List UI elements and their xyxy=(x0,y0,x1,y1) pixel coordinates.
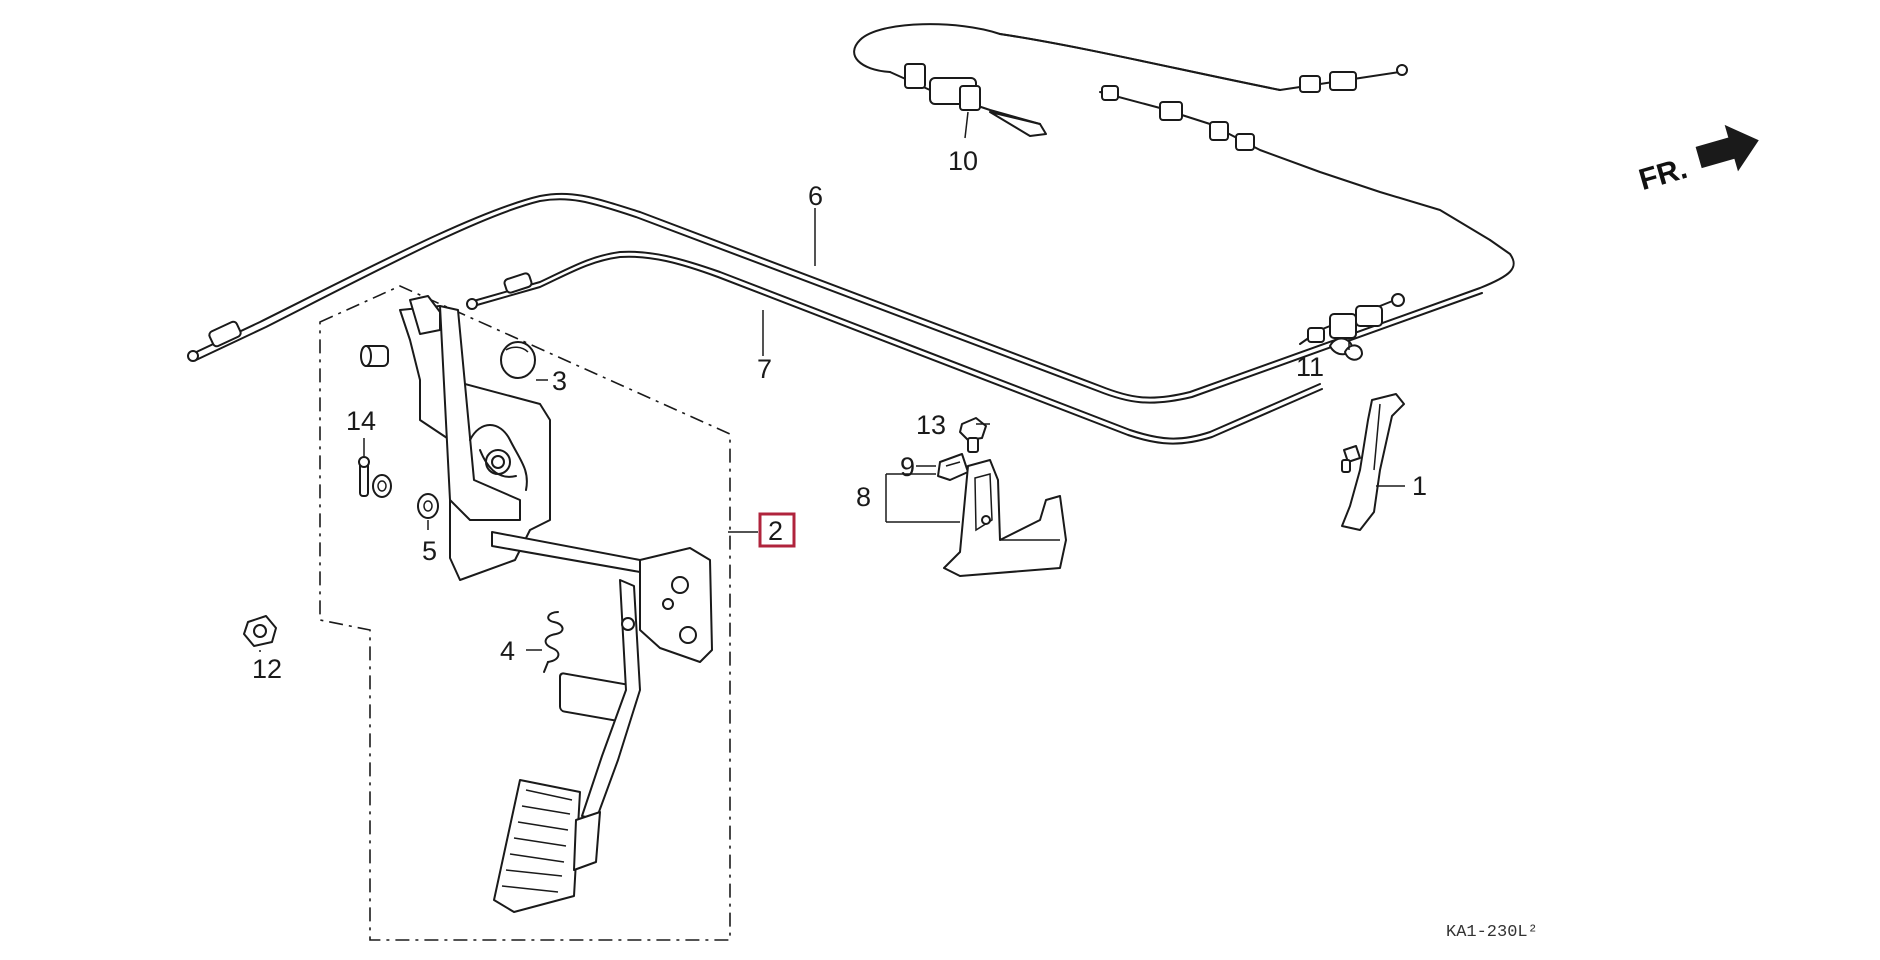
label-part-2: 2 xyxy=(768,516,783,546)
front-arrow-icon xyxy=(1695,124,1759,172)
label-part-13: 13 xyxy=(916,410,946,440)
label-part-4: 4 xyxy=(500,636,515,666)
label-part-7: 7 xyxy=(757,354,772,384)
leader-lines xyxy=(259,111,1405,652)
label-part-11: 11 xyxy=(1296,352,1324,382)
pedal-stop-bolt[interactable] xyxy=(360,345,389,367)
part-9-clip[interactable] xyxy=(937,453,969,481)
part-13-bolt[interactable] xyxy=(959,417,987,453)
label-part-3: 3 xyxy=(552,366,567,396)
part-14-pin-washer[interactable] xyxy=(358,456,392,498)
part-12-nut[interactable] xyxy=(243,615,277,647)
label-part-12: 12 xyxy=(252,654,282,684)
part-4-spring[interactable] xyxy=(543,611,564,673)
label-part-10: 10 xyxy=(948,146,978,176)
label-part-9: 9 xyxy=(900,452,915,482)
label-part-1: 1 xyxy=(1412,471,1427,501)
front-direction-label: FR. xyxy=(1635,152,1691,197)
cable-6[interactable] xyxy=(187,192,1515,404)
label-part-5: 5 xyxy=(422,536,437,566)
part-11-fitting[interactable] xyxy=(1299,293,1405,361)
label-part-6: 6 xyxy=(808,181,823,211)
label-part-8: 8 xyxy=(856,482,871,512)
part-5-washer[interactable] xyxy=(417,493,439,519)
cable-7[interactable] xyxy=(466,250,1323,445)
cable-10[interactable] xyxy=(853,23,1491,241)
part-1-bracket[interactable] xyxy=(1341,393,1405,531)
part-3-stopper[interactable] xyxy=(500,341,536,379)
front-direction-indicator: FR. xyxy=(1635,124,1759,197)
diagram-code: KA1-230L² xyxy=(1446,923,1538,942)
accelerator-pedal-assembly[interactable] xyxy=(399,295,713,913)
part-2-highlight-box xyxy=(758,512,796,548)
label-part-14: 14 xyxy=(346,406,376,436)
part-8-bracket[interactable] xyxy=(943,459,1067,577)
